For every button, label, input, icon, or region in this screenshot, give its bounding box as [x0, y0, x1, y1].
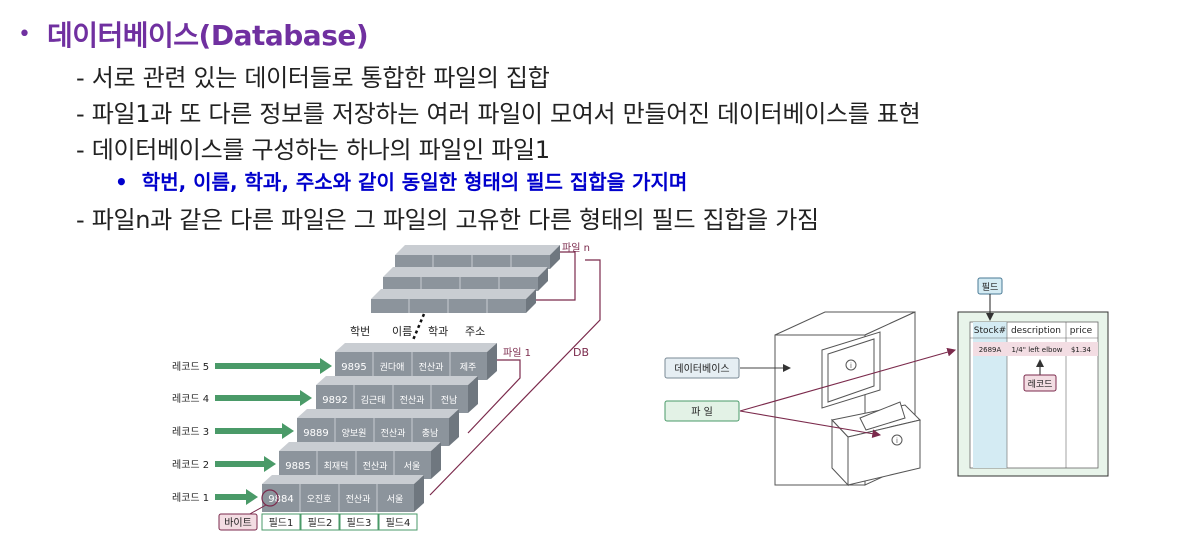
database-box-label: 데이터베이스	[674, 363, 729, 375]
r3-f1: 9889	[303, 428, 328, 439]
r2-f4: 서울	[404, 461, 421, 472]
file-card	[957, 311, 1109, 477]
r2-f1: 9885	[285, 461, 310, 472]
record-arrow-5	[215, 358, 332, 374]
r5-f4: 제주	[460, 362, 477, 373]
column-dots	[411, 313, 426, 341]
record-label-3: 레코드 3	[172, 426, 209, 438]
file-1-bracket	[467, 359, 521, 434]
db-label: DB	[573, 346, 589, 359]
record-arrow-4	[215, 390, 312, 406]
sub-bullet-text: 학번, 이름, 학과, 주소와 같이 동일한 형태의 필드 집합을 가지며	[141, 170, 688, 194]
cabinet-diagram: i i	[774, 311, 921, 487]
r2-f2: 최재덕	[324, 461, 349, 472]
file-n-stack	[371, 245, 560, 313]
heading: • 데이터베이스(Database)	[18, 14, 369, 54]
db-bracket	[429, 259, 601, 496]
field-label-1: 필드1	[269, 517, 294, 529]
record-block-1: 9884 오진호 전산과 서울	[261, 475, 424, 512]
record-label-5: 레코드 5	[172, 361, 209, 373]
table-header-description: description	[1011, 326, 1061, 336]
r4-f2: 김근태	[361, 394, 386, 406]
drawer-knob-bottom	[891, 434, 903, 446]
byte-label: 바이트	[224, 517, 252, 529]
field-label: 필드	[982, 281, 999, 293]
text-line-4: - 파일n과 같은 다른 파일은 그 파일의 고유한 다른 형태의 필드 집합을…	[76, 206, 819, 234]
r4-f1: 9892	[322, 395, 347, 406]
record-arrow-1	[215, 489, 258, 505]
record-block-2: 9885 최재덕 전산과 서울	[279, 442, 441, 479]
table-header-stock: Stock#	[974, 326, 1006, 336]
byte-label-box	[218, 513, 258, 531]
record-label-4: 레코드 4	[172, 393, 209, 405]
table-header-price: price	[1070, 326, 1093, 336]
text-line-2: - 파일1과 또 다른 정보를 저장하는 여러 파일이 모여서 만들어진 데이터…	[76, 100, 921, 128]
r2-f3: 전산과	[363, 461, 388, 472]
drawer-knob-top	[845, 359, 857, 371]
r1-f4: 서울	[387, 494, 404, 505]
record-arrow-3	[215, 423, 294, 439]
file-n-bracket	[536, 251, 576, 301]
r4-f4: 전남	[441, 395, 458, 406]
record-arrow-2	[215, 456, 276, 472]
r4-f3: 전산과	[400, 395, 425, 406]
page-title: 데이터베이스(Database)	[46, 19, 369, 52]
record-label-1: 레코드 1	[172, 492, 209, 504]
text-line-3: - 데이터베이스를 구성하는 하나의 파일인 파일1	[76, 136, 550, 164]
r5-f3: 전산과	[419, 362, 444, 373]
field-label-box	[977, 277, 1003, 295]
r5-f1: 9895	[341, 362, 366, 373]
file-n-label: 파일 n	[562, 242, 590, 254]
record-label-2: 레코드 2	[172, 459, 209, 471]
col-header-2: 이름	[392, 325, 412, 338]
record-labels: 레코드 5 레코드 4 레코드 3 레코드 2 레코드 1	[172, 361, 209, 504]
database-box	[664, 357, 740, 379]
record-block-3: 9889 양보원 전산과 충남	[297, 409, 459, 446]
heading-bullet: •	[18, 21, 31, 47]
sub-bullet-dot: •	[115, 170, 128, 194]
r5-f2: 권다애	[380, 361, 405, 373]
field-label-4: 필드4	[386, 517, 411, 529]
record-arrows	[215, 358, 332, 505]
r1-f2: 오진호	[307, 494, 332, 505]
byte-circle	[261, 489, 279, 507]
r1-f3: 전산과	[346, 494, 371, 505]
drawer-knob-bottom-mark: i	[896, 437, 898, 445]
drawer-knob-top-mark: i	[850, 362, 852, 370]
file-box-label: 파 일	[691, 406, 713, 418]
text-line-1: - 서로 관련 있는 데이터들로 통합한 파일의 집합	[76, 64, 550, 92]
r3-f2: 양보원	[342, 428, 367, 439]
field-label-2: 필드2	[308, 517, 333, 529]
record-block-4: 9892 김근태 전산과 전남	[316, 376, 478, 413]
sub-bullet-line: • 학번, 이름, 학과, 주소와 같이 동일한 형태의 필드 집합을 가지며	[115, 166, 687, 195]
r1-f1: 9884	[268, 494, 293, 505]
record-label-box	[1023, 374, 1057, 392]
table-cell-stock: 2689A	[979, 346, 1002, 354]
r3-f4: 충남	[422, 428, 439, 439]
table-cell-price: $1.34	[1071, 346, 1092, 354]
col-header-4: 주소	[465, 325, 485, 338]
field-labels: 필드1 필드2 필드3 필드4	[261, 513, 418, 531]
table-cell-description: 1/4" left elbow	[1012, 346, 1063, 354]
record-block-5: 9895 권다애 전산과 제주	[335, 343, 497, 380]
r3-f3: 전산과	[381, 428, 406, 439]
record-label: 레코드	[1028, 379, 1053, 390]
field-label-3: 필드3	[347, 517, 372, 529]
file-box	[664, 400, 740, 422]
col-header-3: 학과	[428, 325, 448, 338]
col-header-1: 학번	[350, 325, 370, 338]
file-1-label: 파일 1	[503, 347, 531, 359]
